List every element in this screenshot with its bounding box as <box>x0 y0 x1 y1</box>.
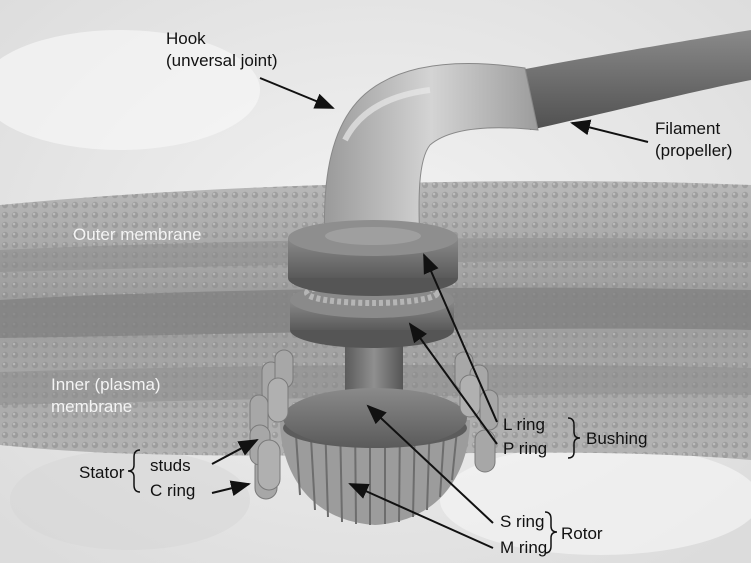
ms-ring-shape <box>283 388 467 448</box>
label-outer-membrane: Outer membrane <box>73 224 202 245</box>
label-rotor: Rotor <box>561 523 603 544</box>
label-bushing: Bushing <box>586 428 647 449</box>
label-studs: studs <box>150 455 191 476</box>
label-hook-subtitle: (unversal joint) <box>166 50 278 71</box>
label-inner-membrane-line2: membrane <box>51 396 132 417</box>
label-filament: Filament <box>655 118 720 139</box>
label-s-ring: S ring <box>500 511 544 532</box>
label-c-ring: C ring <box>150 480 195 501</box>
label-inner-membrane-line1: Inner (plasma) <box>51 374 161 395</box>
l-ring-shape <box>288 220 458 296</box>
label-l-ring: L ring <box>503 414 545 435</box>
label-filament-subtitle: (propeller) <box>655 140 732 161</box>
label-stator: Stator <box>79 462 124 483</box>
label-hook: Hook <box>166 28 206 49</box>
label-m-ring: M ring <box>500 537 547 558</box>
label-p-ring: P ring <box>503 438 547 459</box>
